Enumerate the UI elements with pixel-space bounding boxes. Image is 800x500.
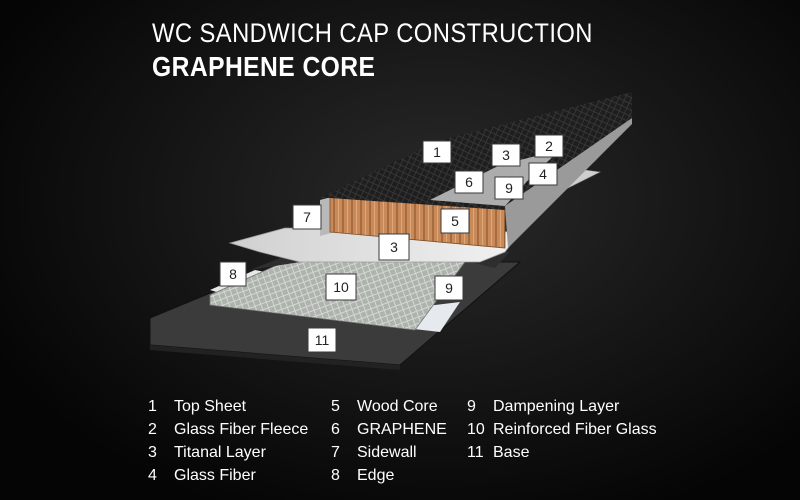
callout-10: 10 (325, 273, 357, 301)
diagram-subtitle: GRAPHENE CORE (152, 51, 376, 82)
right-sidewall (505, 118, 632, 248)
callout-9-lower: 9 (434, 275, 464, 301)
diagram-title: WC SANDWICH CAP CONSTRUCTION (152, 18, 593, 48)
callout-5: 5 (440, 208, 470, 234)
svg-text:11: 11 (315, 332, 330, 348)
callout-2: 2 (534, 134, 564, 158)
svg-text:10: 10 (333, 279, 349, 295)
callout-8: 8 (219, 261, 247, 287)
callout-4: 4 (528, 162, 558, 186)
svg-text:5: 5 (451, 213, 459, 229)
svg-text:9: 9 (445, 280, 453, 296)
callout-3-upper: 3 (491, 143, 521, 167)
base-edge-strip (150, 345, 400, 370)
callout-1: 1 (422, 140, 452, 164)
svg-text:3: 3 (502, 147, 510, 163)
svg-text:7: 7 (303, 209, 311, 225)
callout-3-lower: 3 (378, 233, 410, 261)
svg-text:4: 4 (539, 166, 547, 182)
callout-6: 6 (454, 170, 484, 194)
svg-text:8: 8 (229, 266, 237, 282)
svg-text:3: 3 (390, 239, 398, 255)
callout-11: 11 (307, 327, 337, 353)
svg-text:6: 6 (465, 174, 473, 190)
callout-9-upper: 9 (494, 176, 524, 200)
callout-7: 7 (292, 204, 322, 230)
svg-text:9: 9 (505, 180, 513, 196)
svg-text:2: 2 (545, 138, 553, 154)
svg-text:1: 1 (433, 144, 441, 160)
